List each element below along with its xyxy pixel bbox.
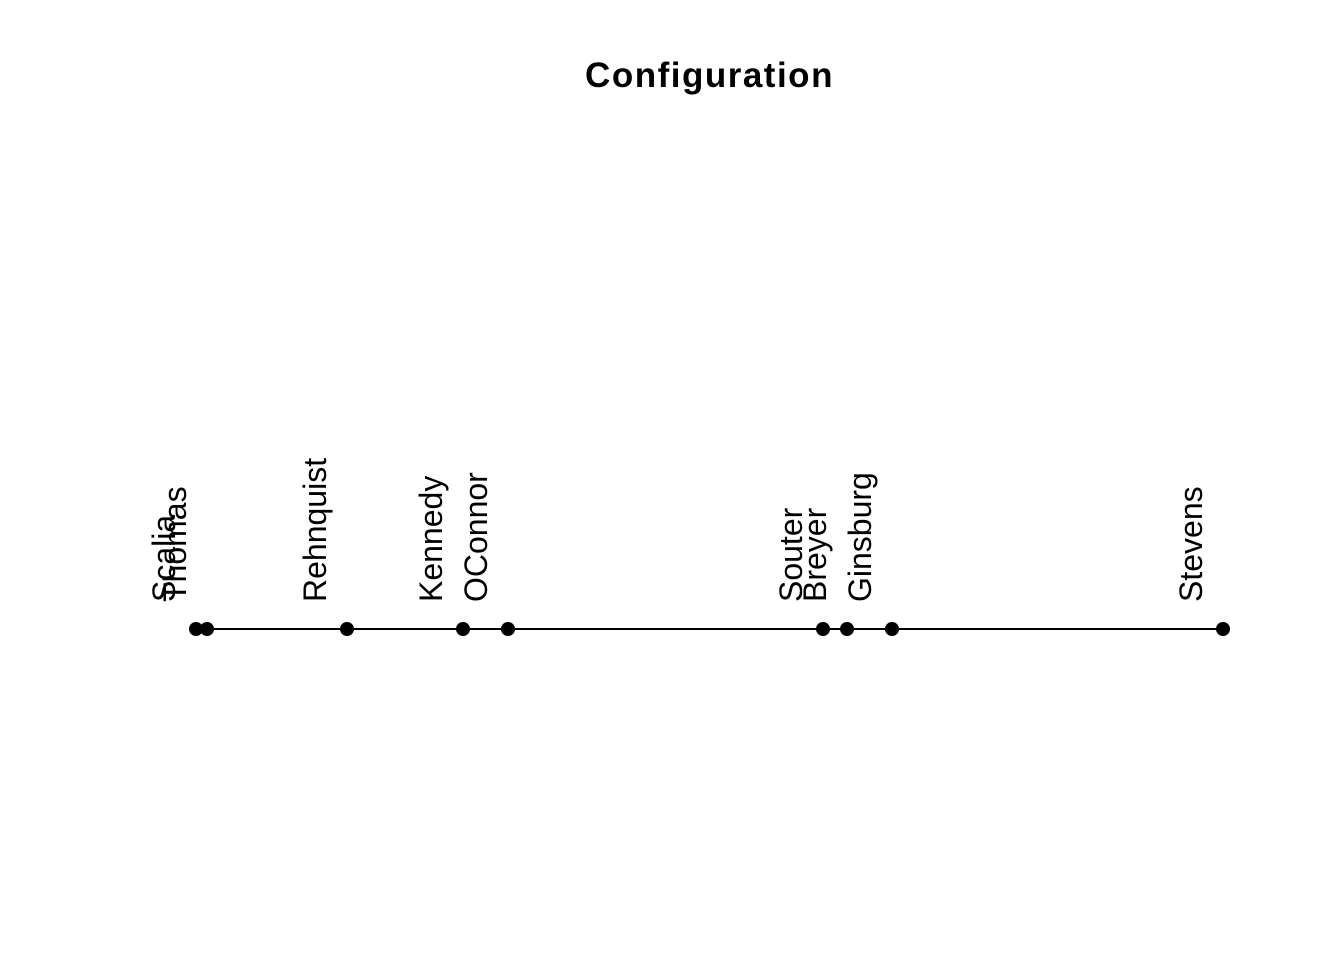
point-label: Ginsburg (842, 472, 879, 602)
data-point (816, 622, 831, 636)
point-label: Thomas (157, 486, 194, 602)
data-point (339, 622, 354, 636)
point-label: Breyer (797, 507, 834, 602)
data-point (501, 622, 516, 636)
data-point (885, 622, 900, 636)
point-label: Kennedy (413, 475, 450, 602)
dimension-line (196, 628, 1223, 630)
point-label: OConnor (458, 472, 495, 602)
data-point (189, 622, 203, 636)
data-point (456, 622, 471, 636)
data-point (1216, 622, 1230, 636)
data-point (200, 622, 215, 636)
point-label: Rehnquist (296, 457, 333, 602)
point-label: Stevens (1173, 486, 1209, 602)
data-point (840, 622, 855, 636)
chart-title: Configuration (585, 56, 834, 95)
